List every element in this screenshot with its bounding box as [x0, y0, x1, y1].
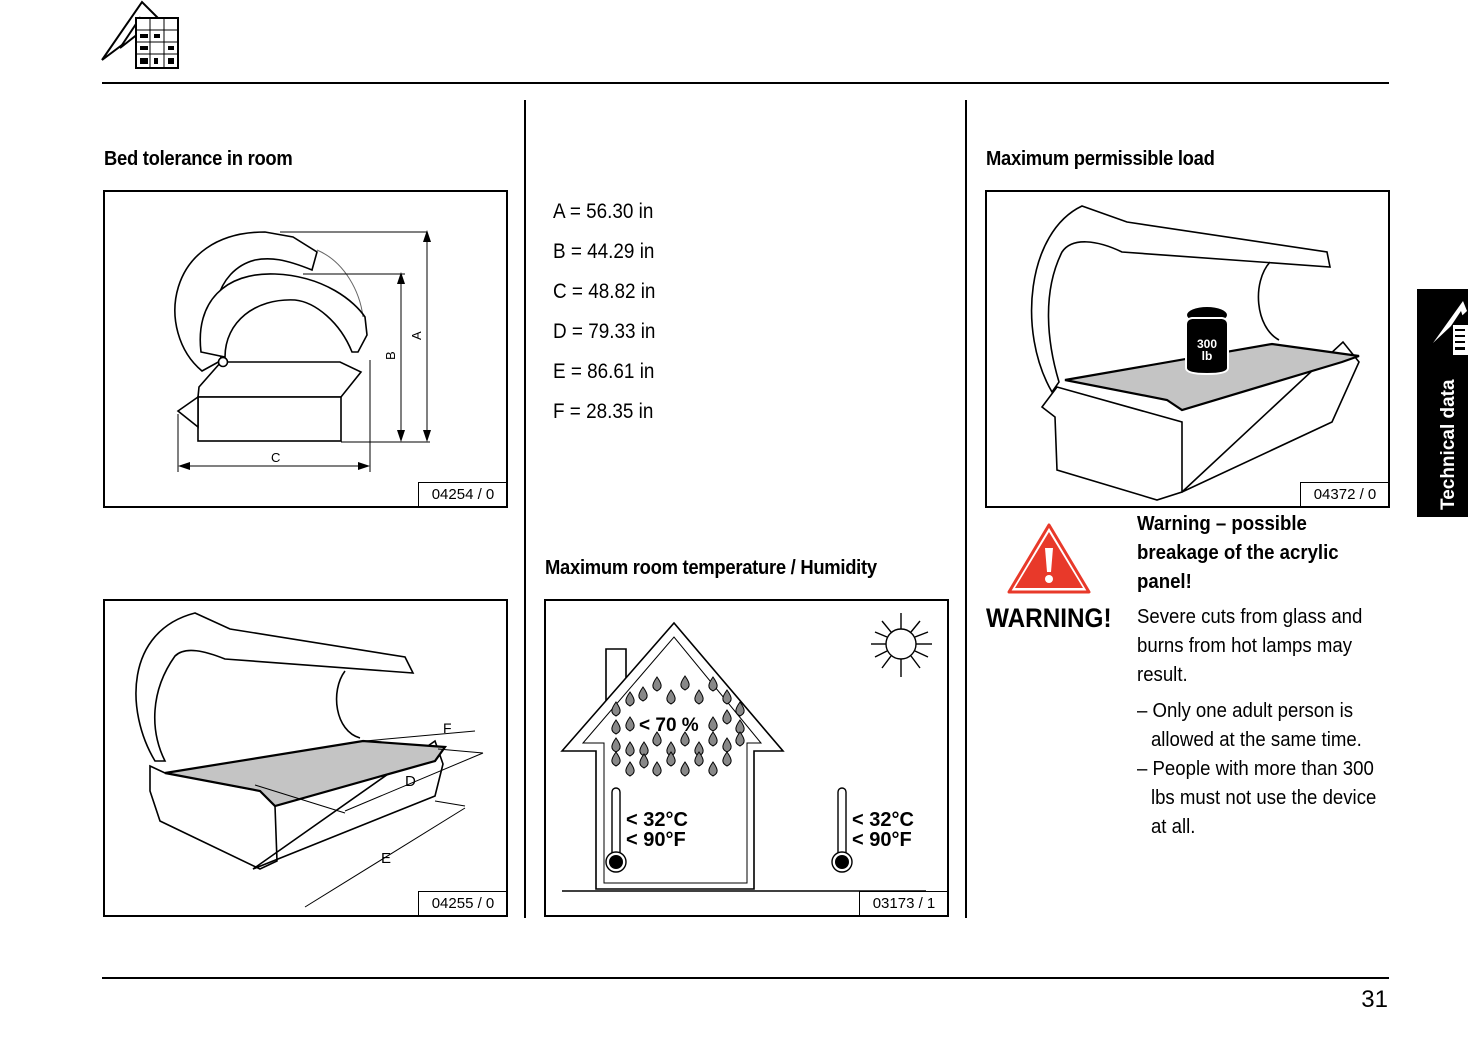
water-drop-icon — [680, 761, 690, 777]
water-drop-icon — [708, 716, 718, 732]
water-drop-icon — [652, 676, 662, 692]
water-drop-icon — [611, 751, 621, 767]
dimension-d: D = 79.33 in — [553, 320, 656, 343]
warning-triangle-icon — [1007, 523, 1091, 594]
max-load-heading: Maximum permissible load — [986, 148, 1215, 170]
section-tab-label: Technical data — [1438, 379, 1459, 510]
water-drop-icon — [638, 686, 648, 702]
water-drop-icon — [639, 753, 649, 769]
water-drop-icon — [625, 741, 635, 757]
dimension-list: A = 56.30 in B = 44.29 in C = 48.82 in D… — [553, 192, 667, 432]
water-drop-icon — [722, 689, 732, 705]
tanning-bed-side-view-drawing: C A B — [174, 230, 431, 472]
dimension-label-b: B — [383, 351, 398, 360]
water-drop-icon — [708, 676, 718, 692]
warning-list: – Only one adult person is allowed at th… — [1137, 697, 1388, 842]
section-tab — [1417, 289, 1468, 517]
water-drop-icon — [708, 731, 718, 747]
water-drop-icon — [694, 689, 704, 705]
water-drop-icon — [722, 751, 732, 767]
water-drop-icon — [652, 761, 662, 777]
figure-number: 03173 / 1 — [859, 891, 947, 915]
bed-tolerance-heading: Bed tolerance in room — [104, 148, 293, 170]
dimension-label-d: D — [405, 773, 416, 790]
dimension-b: B = 44.29 in — [553, 240, 655, 263]
bed-tolerance-figure: C A B 04254 / 0 — [103, 190, 508, 508]
outdoor-thermometer-icon — [831, 787, 853, 873]
water-drop-icon — [625, 716, 635, 732]
bed-dimensions-figure: F D E 04255 / 0 — [103, 599, 508, 917]
tanning-bed-with-weight-drawing: 300 lb — [1030, 205, 1360, 501]
dimension-c: C = 48.82 in — [553, 280, 656, 303]
water-drop-icon — [652, 731, 662, 747]
warning-body: Severe cuts from glass and burns from ho… — [1137, 606, 1363, 686]
water-drop-icon — [722, 709, 732, 725]
header-rule — [102, 82, 1389, 84]
water-drop-icon — [625, 691, 635, 707]
house-climate-drawing: < 70 % < 32°C < 90°F < 32°C < 90°F — [560, 613, 932, 892]
warning-title: Warning – possible breakage of the acryl… — [1137, 513, 1339, 593]
room-climate-heading: Maximum room temperature / Humidity — [545, 557, 877, 579]
dimension-label-a: A — [409, 331, 424, 340]
water-drop-icon — [611, 701, 621, 717]
dimension-label-f: F — [443, 720, 452, 736]
technical-data-logo-icon — [101, 0, 179, 69]
dimension-f: F = 28.35 in — [553, 400, 654, 423]
max-load-figure: 300 lb 04372 / 0 — [985, 190, 1390, 508]
water-drop-icon — [735, 731, 745, 747]
water-drop-icon — [666, 751, 676, 767]
water-drop-icon — [611, 719, 621, 735]
indoor-temp-fahrenheit: < 90°F — [626, 829, 686, 851]
outdoor-temp-celsius: < 32°C — [852, 809, 914, 831]
water-drop-icon — [680, 731, 690, 747]
warning-item: – Only one adult person is allowed at th… — [1137, 700, 1362, 751]
warning-signal-word: WARNING! — [986, 603, 1112, 633]
water-drop-icon — [625, 761, 635, 777]
outdoor-temp-fahrenheit: < 90°F — [852, 829, 912, 851]
room-climate-figure: < 70 % < 32°C < 90°F < 32°C < 90°F 03173… — [544, 599, 949, 917]
figure-number: 04255 / 0 — [418, 891, 506, 915]
column-divider-2 — [965, 100, 967, 918]
indoor-temp-celsius: < 32°C — [626, 809, 688, 831]
water-drop-icon — [666, 689, 676, 705]
indoor-thermometer-icon — [605, 787, 627, 873]
dimension-label-c: C — [271, 450, 280, 465]
dimension-e: E = 86.61 in — [553, 360, 655, 383]
tanning-bed-perspective-drawing: F D E — [135, 612, 484, 908]
weight-icon: 300 lb — [1185, 307, 1229, 376]
sun-icon — [871, 613, 932, 677]
humidity-limit: < 70 % — [639, 715, 699, 736]
dimension-a: A = 56.30 in — [553, 200, 654, 223]
column-divider-1 — [524, 100, 526, 918]
weight-value: 300 — [1197, 337, 1217, 351]
water-drop-icon — [708, 761, 718, 777]
humidity-drops — [611, 675, 745, 777]
figure-number: 04372 / 0 — [1300, 482, 1388, 506]
page-number: 31 — [1361, 986, 1388, 1013]
water-drop-icon — [735, 701, 745, 717]
weight-unit: lb — [1202, 349, 1213, 363]
water-drop-icon — [680, 675, 690, 691]
warning-item: – People with more than 300 lbs must not… — [1137, 758, 1377, 838]
footer-rule — [102, 977, 1389, 979]
technical-data-tab-icon — [1433, 301, 1468, 355]
water-drop-icon — [694, 751, 704, 767]
dimension-label-e: E — [381, 850, 391, 867]
figure-number: 04254 / 0 — [418, 482, 506, 506]
